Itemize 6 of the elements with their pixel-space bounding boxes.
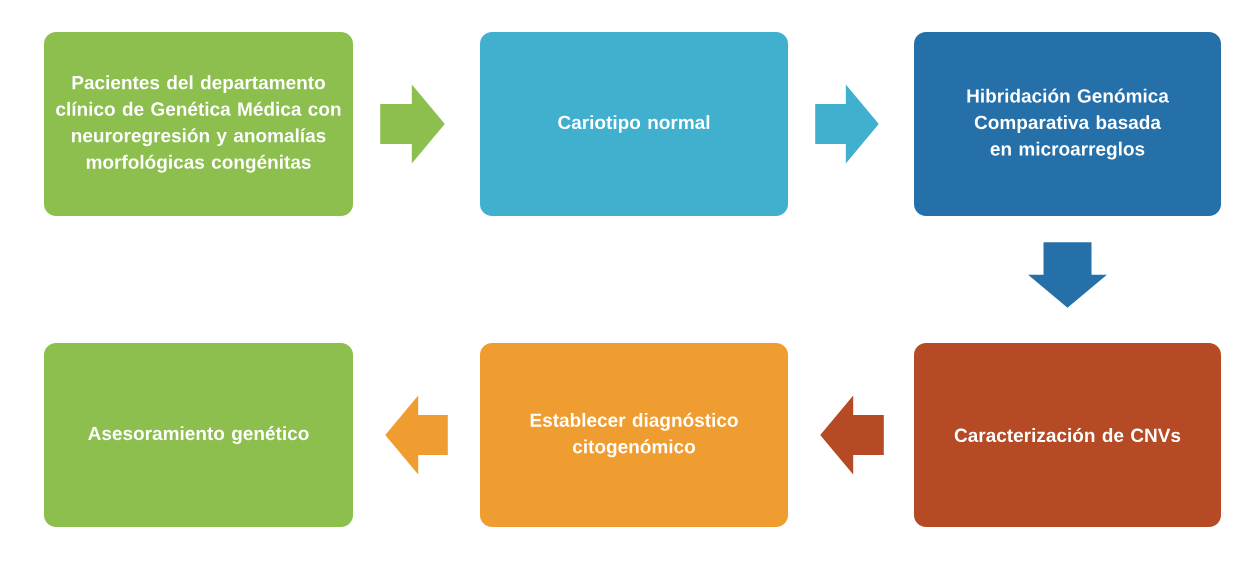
process-box: Pacientes del departamento clínico de Genética Médica con neuroregresión y anomalías morfológicas congénitas: [44, 32, 353, 216]
process-box: Hibridación Genómica Comparativa basada en microarreglos: [914, 32, 1221, 216]
process-box: Cariotipo normal: [480, 32, 788, 216]
process-box: Asesoramiento genético: [44, 343, 353, 527]
process-box: Establecer diagnóstico citogenómico: [480, 343, 788, 527]
process-box: Caracterización de CNVs: [914, 343, 1221, 527]
